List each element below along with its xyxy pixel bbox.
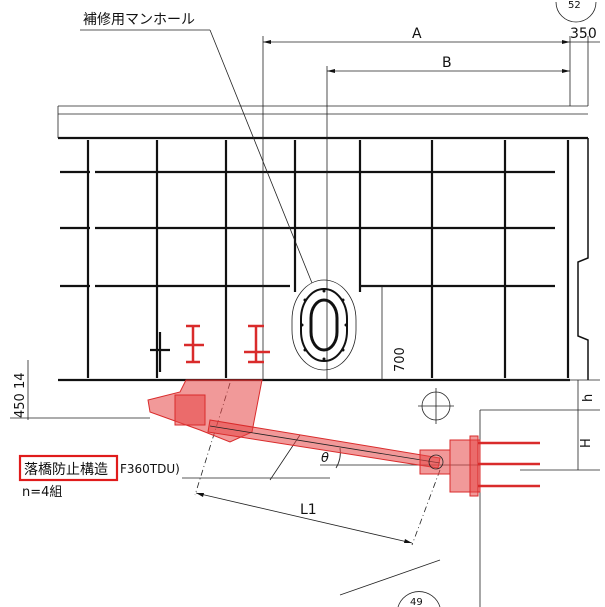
ref-circle-bottom [397, 591, 441, 607]
deck-flange [57, 105, 588, 140]
manhole-label: 補修用マンホール [83, 12, 195, 28]
ref-circle-top-label: 52 [568, 0, 581, 11]
device-count-label: n=4組 [22, 485, 62, 500]
dimension-h-label: h [581, 394, 596, 402]
end-plate-notch [577, 138, 589, 380]
ref-circle-bottom-label: 49 [410, 597, 423, 607]
dimension-H-label: H [579, 438, 594, 448]
dimension-l1-label: L1 [300, 502, 317, 518]
device-label-highlight [18, 454, 119, 482]
dimension-l1 [195, 492, 413, 544]
dimension-450 [10, 360, 150, 420]
bearing-circle [418, 388, 454, 424]
theta-label: θ [321, 451, 329, 466]
ref-circle-top [555, 1, 597, 23]
dimension-700 [360, 285, 390, 380]
dimension-700-label: 700 [393, 347, 408, 372]
vertical-stiffeners [86, 140, 570, 378]
dimension-350-label: 350 [570, 26, 597, 42]
pier-outline [479, 379, 600, 607]
manhole-leader [209, 29, 313, 284]
manhole [291, 279, 357, 371]
dimension-450-label: 450 14 [13, 373, 28, 419]
web-horizontal-members [60, 170, 555, 288]
device-name-label: 落橋防止構造 [24, 462, 108, 478]
dimension-a-label: A [412, 26, 422, 42]
dimension-b-label: B [442, 55, 452, 71]
small-brackets [150, 332, 170, 372]
device-code-label: F360TDU) [120, 462, 180, 476]
fall-prevention-device [147, 324, 540, 497]
dimension-lines [262, 36, 600, 380]
